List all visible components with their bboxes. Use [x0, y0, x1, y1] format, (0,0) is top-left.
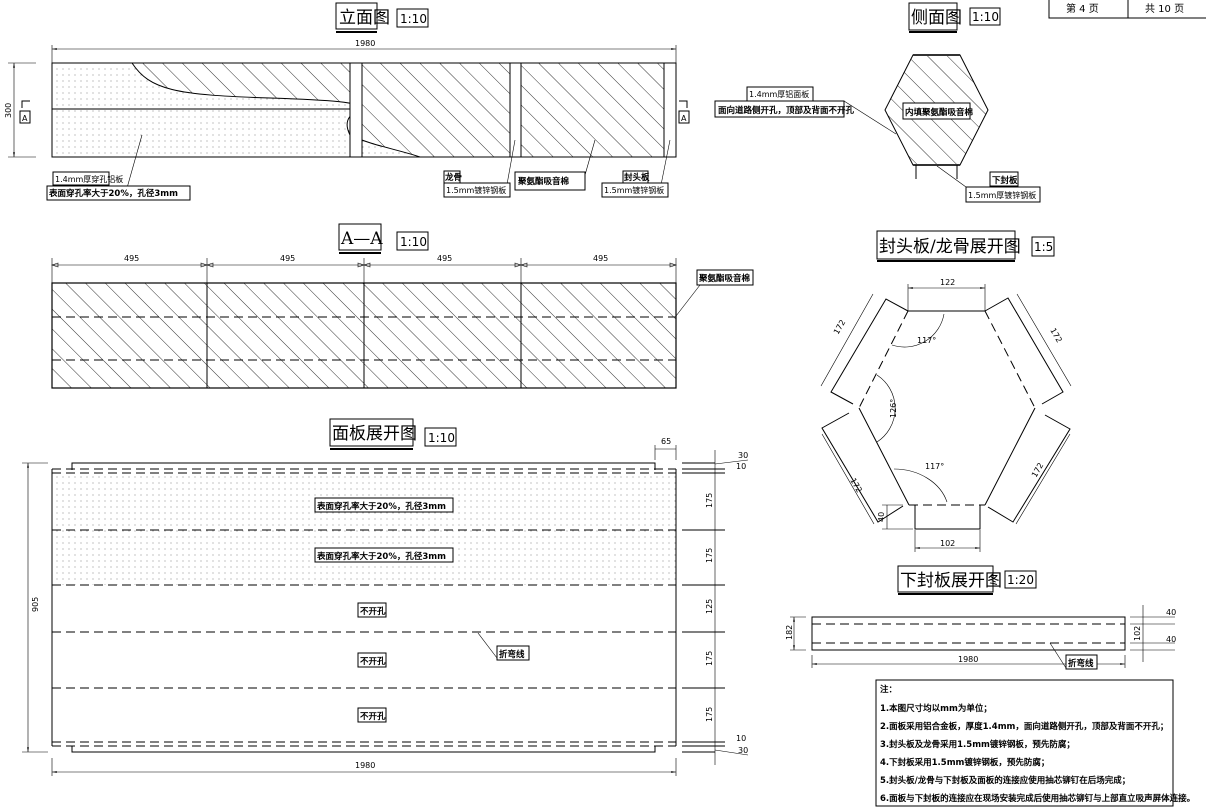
section-dim-4: 495	[593, 254, 608, 263]
label-fill: 内填聚氨酯吸音棉	[905, 107, 974, 118]
label-bottom-bend-line: 折弯线	[1068, 658, 1094, 669]
section-dim-1: 495	[124, 254, 139, 263]
right-dim-10-bottom: 10	[736, 734, 746, 743]
label-no-hole-2: 不开孔	[360, 656, 386, 667]
section-mark-right: A	[678, 100, 690, 124]
panel-unfold-view: 面板展开图 1:10 175 175 125 175 175 30 10 10 …	[22, 418, 748, 776]
right-dim-175d: 175	[705, 707, 714, 722]
label-foam: 聚氨酯吸音棉	[517, 176, 570, 187]
end-plate-unfold-title: 封头板/龙骨展开图	[879, 237, 1021, 257]
side-dim-1: 172	[832, 318, 847, 336]
label-perforated-2: 表面穿孔率大于20%，孔径3mm	[316, 551, 446, 562]
top-width-dim: 122	[940, 278, 955, 287]
elevation-title: 立面图	[339, 8, 390, 28]
label-bend-line: 折弯线	[499, 649, 525, 660]
bottom-width-dim: 182	[785, 625, 794, 640]
side-view-scale: 1:10	[972, 10, 999, 24]
label-perforated-1: 表面穿孔率大于20%，孔径3mm	[316, 501, 446, 512]
angle-top: 117°	[917, 336, 936, 345]
bottom-plate-unfold-view: 下封板展开图 1:20 182 1980 102 40 40 折弯线	[785, 565, 1176, 670]
notes-box: 注： 1.本图尺寸均以mm为单位； 2.面板采用铝合金板，厚度1.4mm，面向道…	[875, 679, 1195, 807]
label-section-foam: 聚氨酯吸音棉	[698, 273, 751, 284]
label-perforated-panel: 1.4mm厚穿孔铝板	[55, 174, 123, 184]
section-mark-left: A	[19, 100, 31, 124]
note-1: 1.本图尺寸均以mm为单位；	[880, 703, 992, 714]
elevation-height-dim: 300	[4, 103, 13, 118]
bottom-flange-bottom-dim: 40	[1166, 635, 1176, 644]
note-2: 2.面板采用铝合金板，厚度1.4mm，面向道路侧开孔，顶部及背面不开孔；	[880, 721, 1168, 732]
right-dim-10-top: 10	[736, 462, 746, 471]
elevation-scale: 1:10	[400, 12, 427, 26]
right-dim-30-top: 30	[738, 451, 748, 460]
note-4: 4.下封板采用1.5mm镀锌钢板，预先防腐；	[880, 757, 1049, 768]
angle-left: 126°	[889, 399, 898, 418]
right-dim-175c: 175	[705, 651, 714, 666]
side-dim-4: 172	[1030, 461, 1045, 479]
keel-2	[509, 62, 522, 158]
bottom-flange-top-dim: 40	[1166, 608, 1176, 617]
page-number: 第 4 页	[1066, 2, 1099, 15]
label-keel: 龙骨	[444, 172, 462, 183]
label-end-plate: 封头板	[624, 172, 650, 183]
side-view: 侧面图 1:10 内填聚氨酯吸音棉 1.4mm厚铝面板 面向道路侧开孔，顶部及背…	[714, 2, 1041, 203]
section-dim-3: 495	[437, 254, 452, 263]
section-aa-scale: 1:10	[400, 235, 427, 249]
elevation-view: 立面图 1:10 1980 300 A A 1.4mm厚穿孔铝板	[4, 2, 690, 201]
panel-unfold-scale: 1:10	[428, 431, 455, 445]
section-aa-view: A—A 1:10 495 495 495 495 聚氨酯吸音棉	[51, 223, 754, 389]
end-plate-unfold-scale: 1:5	[1034, 240, 1053, 254]
side-dim-3: 172	[848, 477, 863, 495]
note-6: 6.面板与下封板的连接应在现场安装完成后使用抽芯铆钉与上部直立吸声屏体连接。	[880, 793, 1195, 804]
side-view-title: 侧面图	[911, 8, 962, 28]
label-keel-material: 1.5mm镀锌钢板	[446, 185, 506, 195]
end-plate	[663, 62, 677, 158]
bottom-width-dim: 102	[940, 539, 955, 548]
right-dim-125: 125	[705, 599, 714, 614]
keel-1	[349, 62, 363, 158]
label-bottom-plate-material: 1.5mm厚镀锌钢板	[968, 190, 1036, 200]
note-5: 5.封头板/龙骨与下封板及面板的连接应使用抽芯铆钉在后场完成；	[880, 775, 1130, 786]
bottom-inner-dim: 102	[1133, 626, 1142, 641]
flange-dim: 65	[661, 437, 671, 446]
tab-height-dim: 40	[877, 512, 886, 522]
label-bottom-plate: 下封板	[992, 175, 1018, 186]
label-no-hole-3: 不开孔	[360, 711, 386, 722]
side-dim-2: 172	[1048, 327, 1063, 345]
section-dim-2: 495	[280, 254, 295, 263]
bottom-plate-unfold-scale: 1:20	[1007, 573, 1034, 587]
panel-height-dim: 905	[31, 597, 40, 612]
right-dim-175b: 175	[705, 548, 714, 563]
page-total: 共 10 页	[1145, 3, 1184, 15]
notes-heading: 注：	[880, 684, 897, 695]
title-block: 第 4 页 共 10 页	[1048, 0, 1206, 19]
elevation-length-dim: 1980	[355, 39, 375, 48]
label-panel-note: 面向道路侧开孔，顶部及背面不开孔	[718, 105, 855, 116]
panel-unfold-title: 面板展开图	[332, 424, 417, 444]
bottom-plate-unfold-title: 下封板展开图	[900, 571, 1002, 591]
right-dim-175a: 175	[705, 493, 714, 508]
label-no-hole-1: 不开孔	[360, 606, 386, 617]
label-perforation-rate: 表面穿孔率大于20%，孔径3mm	[48, 188, 178, 199]
angle-bottom: 117°	[925, 462, 944, 471]
svg-text:A: A	[22, 114, 28, 123]
svg-text:A: A	[681, 114, 687, 123]
bottom-length-dim: 1980	[958, 655, 978, 664]
section-aa-title: A—A	[340, 229, 383, 249]
end-plate-unfold-view: 封头板/龙骨展开图 1:5 122 102 172 172 172 172 40…	[820, 230, 1072, 552]
panel-length-dim: 1980	[355, 761, 375, 770]
label-end-plate-material: 1.5mm镀锌钢板	[604, 185, 664, 195]
right-dim-30-bottom: 30	[738, 746, 748, 755]
note-3: 3.封头板及龙骨采用1.5mm镀锌钢板，预先防腐；	[880, 739, 1075, 750]
label-aluminum-panel: 1.4mm厚铝面板	[749, 89, 809, 99]
